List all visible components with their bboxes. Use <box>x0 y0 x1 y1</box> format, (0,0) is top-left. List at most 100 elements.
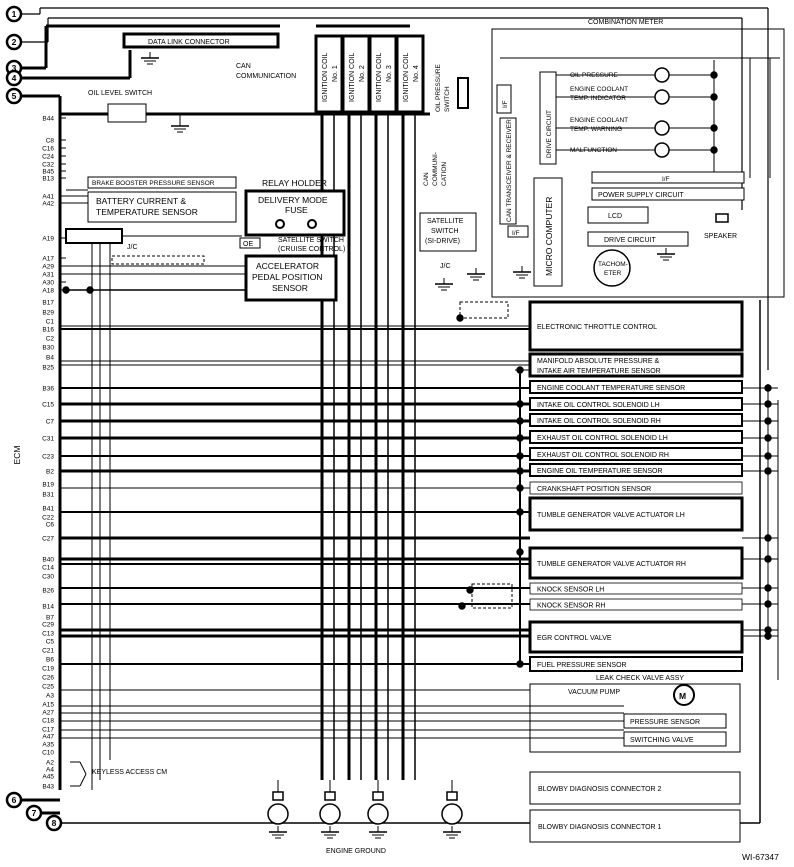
ecm-pin: C22 <box>42 515 54 522</box>
meter-if-label-3: I/F <box>512 230 520 237</box>
ecm-pin: B43 <box>42 784 54 791</box>
drive-circuit-h-label: DRIVE CIRCUIT <box>604 237 656 244</box>
connector-circle-number: 4 <box>12 73 17 83</box>
oil-pressure-switch-box <box>457 77 469 109</box>
connector-circle-number: 7 <box>32 808 37 818</box>
junction-dot <box>764 452 772 460</box>
ecm-pin: B13 <box>42 176 54 183</box>
data-link-connector-box <box>122 32 280 49</box>
indicator-lamp-icon <box>654 142 670 158</box>
ecm-pin: C31 <box>42 436 54 443</box>
ecm-pin: C23 <box>42 454 54 461</box>
ecm-pin: B31 <box>42 492 54 499</box>
ecm-pin: A19 <box>42 236 54 243</box>
ecm-pin: C27 <box>42 536 54 543</box>
junction-dot <box>764 384 772 392</box>
component-label: ELECTRONIC THROTTLE CONTROL <box>537 324 657 331</box>
ecm-pin: A45 <box>42 774 54 781</box>
oil-level-switch-box <box>107 103 147 123</box>
connector-circle <box>5 87 23 105</box>
blowby-connector-1-label: BLOWBY DIAGNOSIS CONNECTOR 1 <box>538 824 662 831</box>
can-transceiver-box <box>499 117 517 225</box>
satellite-si-label-2: SWITCH <box>431 228 459 235</box>
indicator-lamp-icon <box>654 120 670 136</box>
ecm-pin: B4 <box>46 355 54 362</box>
component-label: INTAKE OIL CONTROL SOLENOID LH <box>537 402 660 409</box>
ecm-pin: B16 <box>42 327 54 334</box>
connector-circle-number: 3 <box>12 63 17 73</box>
ground-symbols <box>141 52 675 839</box>
ecm-pin: C21 <box>42 648 54 655</box>
ignition-coil-title: IGNITION COIL <box>403 53 410 103</box>
accelerator-pedal-label-3: SENSOR <box>272 283 308 293</box>
satellite-si-label-3: (SI-DRIVE) <box>425 238 460 245</box>
meter-jc-label: J/C <box>440 263 451 270</box>
component-label: TUMBLE GENERATOR VALVE ACTUATOR RH <box>537 561 686 568</box>
brake-booster-box <box>87 176 237 189</box>
component-box <box>529 463 743 477</box>
component-label: TUMBLE GENERATOR VALVE ACTUATOR LH <box>537 512 685 519</box>
ecm-pin: C29 <box>42 622 54 629</box>
component-label: FUEL PRESSURE SENSOR <box>537 662 627 669</box>
knock-shield <box>471 583 513 609</box>
component-box <box>529 598 743 611</box>
accel-shield <box>111 255 205 265</box>
indicator-lamp-icon <box>654 67 670 83</box>
speaker-label: SPEAKER <box>704 233 737 240</box>
component-box <box>529 447 743 461</box>
tachometer-label-2: ETER <box>604 270 622 277</box>
ignition-coil-title: IGNITION COIL <box>376 53 383 103</box>
can-comm-label-2: COMMUNICATION <box>236 73 296 80</box>
ecm-pin: A47 <box>42 734 54 741</box>
right-components: ELECTRONIC THROTTLE CONTROL MANIFOLD ABSO… <box>528 300 744 672</box>
oe-label: OE <box>243 241 253 248</box>
ecm-label: ECM <box>12 446 22 465</box>
component-label: MANIFOLD ABSOLUTE PRESSURE & <box>537 358 659 365</box>
junction-dot <box>764 400 772 408</box>
ecm-pin-labels: B44C8C16C24C32B45B13A41A42A19A17A29A31A3… <box>42 116 54 791</box>
junction-dot <box>516 400 524 408</box>
ecm-pin: B7 <box>46 615 54 622</box>
battery-sensor-label-2: TEMPERATURE SENSOR <box>96 207 198 217</box>
junction-dot <box>516 467 524 475</box>
leak-check-frame <box>529 683 741 753</box>
indicator-label: MALFUNCTION <box>570 147 617 154</box>
ecm-pin: B14 <box>42 604 54 611</box>
ground-bolt <box>367 803 389 825</box>
ground-plug <box>372 791 384 801</box>
can-transceiver-label: CAN TRANSCEIVER & RECEIVER <box>506 119 513 222</box>
indicator-label: ENGINE COOLANT <box>570 117 628 124</box>
satellite-si-box <box>419 212 477 252</box>
ecm-pin: B45 <box>42 169 54 176</box>
pressure-sensor-box <box>623 713 727 729</box>
meter-if-box-1 <box>496 84 512 114</box>
component-box <box>529 430 743 444</box>
ecm-pin: C14 <box>42 565 54 572</box>
ecm-pin: C10 <box>42 750 54 757</box>
junction-dot <box>516 548 524 556</box>
component-label: EXHAUST OIL CONTROL SOLENOID LH <box>537 435 668 442</box>
connector-circle <box>5 69 23 87</box>
accelerator-pedal-box <box>244 254 338 302</box>
ignition-coil-number: No. 2 <box>359 65 366 82</box>
jc-left-box <box>65 228 123 244</box>
ecm-pin: A31 <box>42 272 54 279</box>
junction-dot <box>764 467 772 475</box>
junction-dot <box>764 534 772 542</box>
junction-dot <box>516 484 524 492</box>
engine-ground-label: ENGINE GROUND <box>326 848 386 855</box>
ecm-pin: A30 <box>42 280 54 287</box>
power-supply-label: POWER SUPPLY CIRCUIT <box>598 192 684 199</box>
micro-computer-label: MICRO COMPUTER <box>544 197 554 276</box>
junction-dot <box>516 452 524 460</box>
component-label: KNOCK SENSOR RH <box>537 603 605 610</box>
can-comm-vertical-2: COMMUNI- <box>432 152 439 186</box>
accelerator-pedal-label-2: PEDAL POSITION <box>252 272 323 282</box>
component-box <box>529 481 743 495</box>
blowby-connector-1-box <box>529 809 741 843</box>
connector-circle <box>5 5 23 23</box>
connector-circle-number: 2 <box>12 37 17 47</box>
junction-dot <box>458 602 466 610</box>
ignition-coil-box <box>341 34 371 114</box>
connector-circle-number: 8 <box>52 818 57 828</box>
